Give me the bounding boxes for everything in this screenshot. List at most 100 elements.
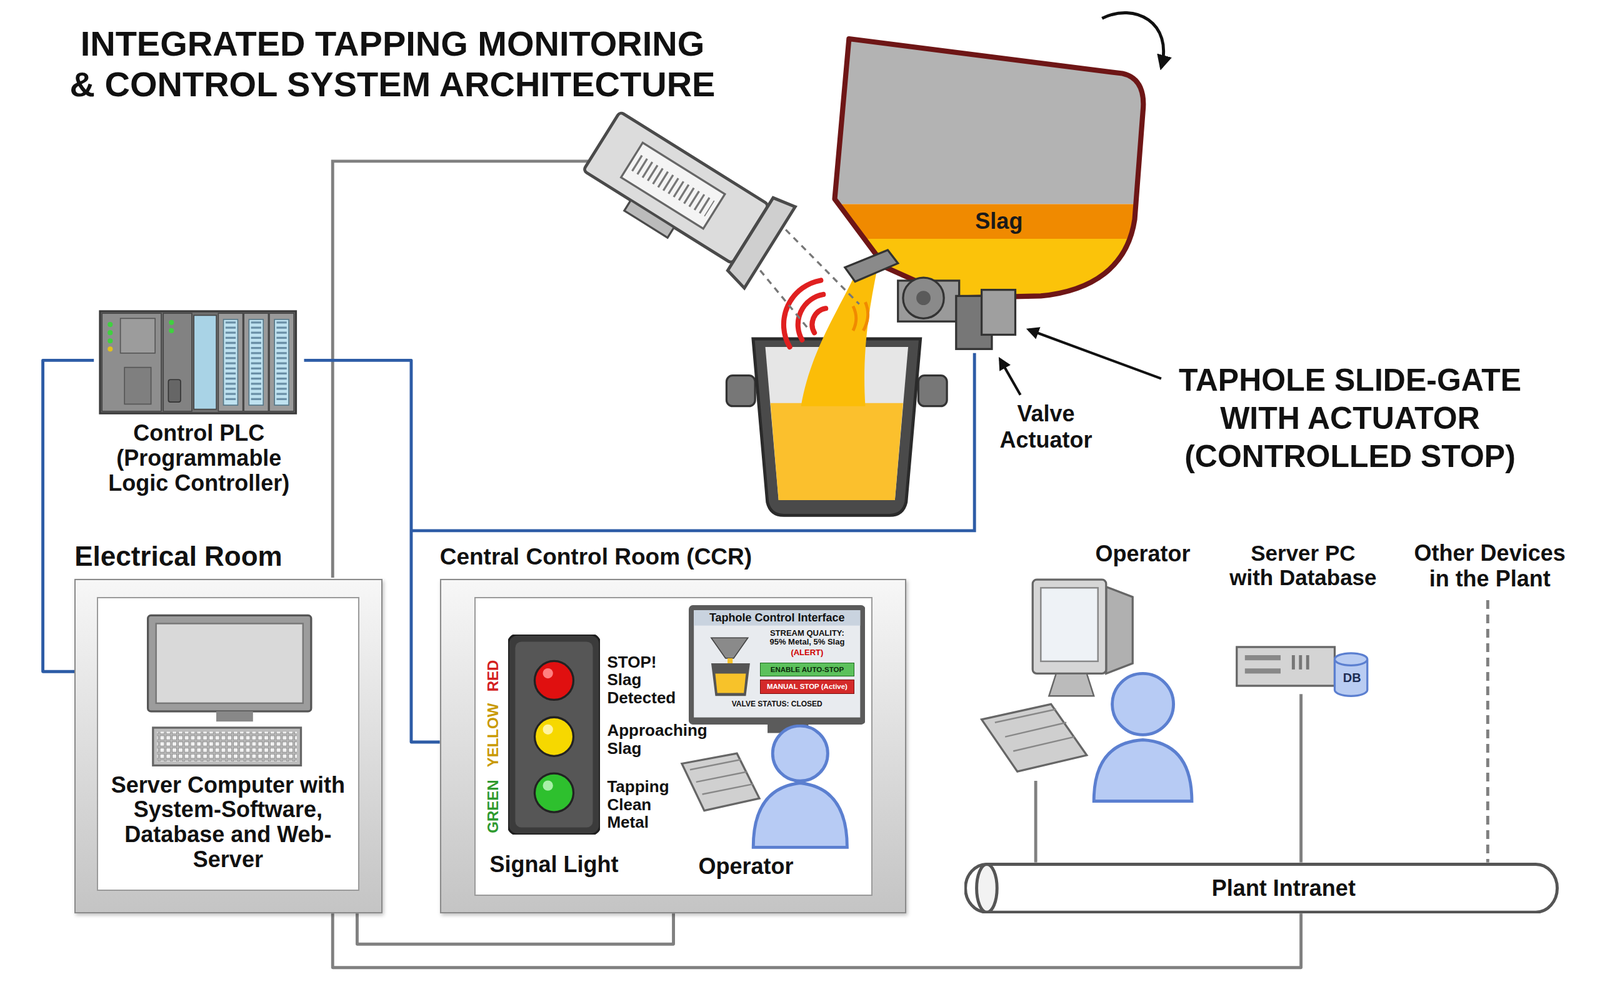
plc-hardware bbox=[168, 320, 174, 325]
plc-hardware bbox=[225, 321, 236, 404]
server-pc bbox=[1236, 646, 1335, 686]
connector bbox=[1486, 600, 1490, 863]
connector bbox=[1034, 780, 1038, 863]
state-label: Tapping Clean Metal bbox=[606, 777, 689, 832]
signal-waves bbox=[811, 308, 826, 333]
layer-label: Slag bbox=[975, 208, 1023, 235]
plc-hardware bbox=[274, 319, 289, 405]
camera-wire bbox=[332, 161, 592, 578]
network-pipe bbox=[976, 863, 997, 912]
furnace-vessel bbox=[816, 20, 1164, 205]
leader-arrow bbox=[1028, 329, 1162, 379]
plc-hardware bbox=[248, 319, 264, 405]
monitor-screen bbox=[693, 610, 860, 717]
operator-workstation bbox=[1112, 673, 1174, 735]
rotation-arrow bbox=[1101, 12, 1164, 67]
color-label: RED bbox=[484, 659, 502, 692]
plc-hardware bbox=[223, 319, 239, 405]
node-text: Other Devices in the Plant bbox=[1408, 540, 1572, 592]
database-label: DB bbox=[1343, 670, 1362, 685]
auto-stop-button: ENABLE AUTO-STOP bbox=[760, 662, 854, 677]
signal-light-housing bbox=[543, 668, 554, 679]
plc-hardware bbox=[276, 321, 287, 404]
color-label: YELLOW bbox=[484, 702, 502, 767]
furnace-vessel bbox=[835, 38, 1144, 299]
slide-gate bbox=[845, 250, 1016, 349]
node-text: Plant Intranet bbox=[1008, 862, 1560, 914]
node-text: Central Control Room (CCR) bbox=[440, 543, 752, 571]
operator-workstation bbox=[1048, 673, 1094, 696]
diagram-title: INTEGRATED TAPPING MONITORING & CONTROL … bbox=[64, 23, 721, 105]
node-text: Control PLC (Programmable Logic Controll… bbox=[93, 420, 304, 497]
node-text: STREAM QUALITY: 95% Metal, 5% Slag bbox=[763, 628, 851, 647]
plc-hardware bbox=[107, 338, 113, 344]
plc-hardware bbox=[251, 321, 262, 404]
plant-devices: Other Devices in the Plant bbox=[1408, 540, 1572, 600]
node-text: (ALERT) bbox=[763, 648, 851, 657]
signal-light-housing bbox=[508, 634, 600, 835]
plc-hardware bbox=[107, 330, 113, 335]
camera bbox=[624, 200, 675, 238]
server-pc bbox=[1245, 655, 1281, 660]
connector bbox=[356, 913, 674, 944]
slide-gate bbox=[845, 250, 899, 282]
operator-station: Operator bbox=[969, 540, 1199, 781]
signal-light-housing bbox=[534, 773, 574, 813]
furnace-vessel bbox=[816, 20, 1164, 321]
operator-workstation bbox=[995, 709, 1075, 752]
signal-light-housing bbox=[543, 780, 554, 791]
operator-workstation bbox=[1093, 740, 1192, 802]
plc-hardware bbox=[168, 379, 181, 402]
plc-hardware bbox=[163, 313, 192, 412]
node-text: MANUAL STOP (Active) bbox=[762, 679, 852, 694]
plc-hardware bbox=[101, 313, 162, 412]
plc-hardware bbox=[168, 328, 174, 334]
signal-waves bbox=[783, 280, 826, 347]
operator-workstation bbox=[1106, 586, 1133, 674]
server-pc bbox=[1245, 668, 1281, 674]
monitor-screen bbox=[693, 610, 860, 625]
node-text: Signal Light bbox=[490, 851, 619, 877]
server-panel: Server Computer with System-Software, Da… bbox=[96, 596, 360, 891]
signal-light-housing bbox=[543, 724, 554, 735]
furnace-vessel bbox=[816, 203, 1164, 239]
node-text: Operator bbox=[1081, 540, 1205, 567]
monitor-screen bbox=[715, 673, 746, 694]
person-label: Operator bbox=[698, 853, 794, 879]
signal-waves bbox=[798, 294, 824, 340]
server-pc bbox=[1335, 653, 1368, 697]
signal-light: Signal Light bbox=[508, 634, 600, 835]
server-pc bbox=[1291, 655, 1295, 670]
server-pc bbox=[1298, 655, 1302, 670]
monitor-screen bbox=[688, 605, 865, 725]
monitor-screen bbox=[711, 663, 750, 696]
signal-light-housing bbox=[534, 717, 574, 757]
node-text: Server Computer with System-Software, Da… bbox=[96, 772, 360, 872]
operator-desk bbox=[690, 759, 754, 795]
server-computer-icon bbox=[216, 711, 254, 722]
operator-desk bbox=[753, 782, 847, 847]
camera bbox=[760, 229, 859, 329]
plc-hardware bbox=[100, 311, 296, 414]
camera bbox=[575, 101, 860, 329]
node-text: ENABLE AUTO-STOP bbox=[762, 662, 852, 677]
server-pc bbox=[1306, 655, 1310, 670]
plc-hardware bbox=[243, 313, 269, 412]
plc-hardware bbox=[120, 318, 156, 354]
leader-arrow bbox=[1000, 359, 1021, 395]
signal-light-housing bbox=[508, 634, 600, 835]
slide-gate bbox=[981, 290, 1016, 335]
plc-unit: Control PLC (Programmable Logic Controll… bbox=[93, 306, 304, 505]
camera bbox=[583, 111, 769, 264]
operator-workstation bbox=[981, 579, 1192, 801]
server-pc bbox=[1236, 646, 1368, 696]
control-monitor: Taphole Control InterfaceSTREAM QUALITY:… bbox=[688, 605, 865, 725]
room-box: Electrical Room Server Computer with Sys… bbox=[74, 578, 383, 914]
node-text: VALVE STATUS: CLOSED bbox=[693, 700, 860, 709]
slide-gate bbox=[916, 290, 931, 305]
signal-light-housing bbox=[534, 661, 574, 700]
part-label: Valve Actuator bbox=[995, 400, 1096, 453]
camera-wire bbox=[332, 161, 592, 578]
